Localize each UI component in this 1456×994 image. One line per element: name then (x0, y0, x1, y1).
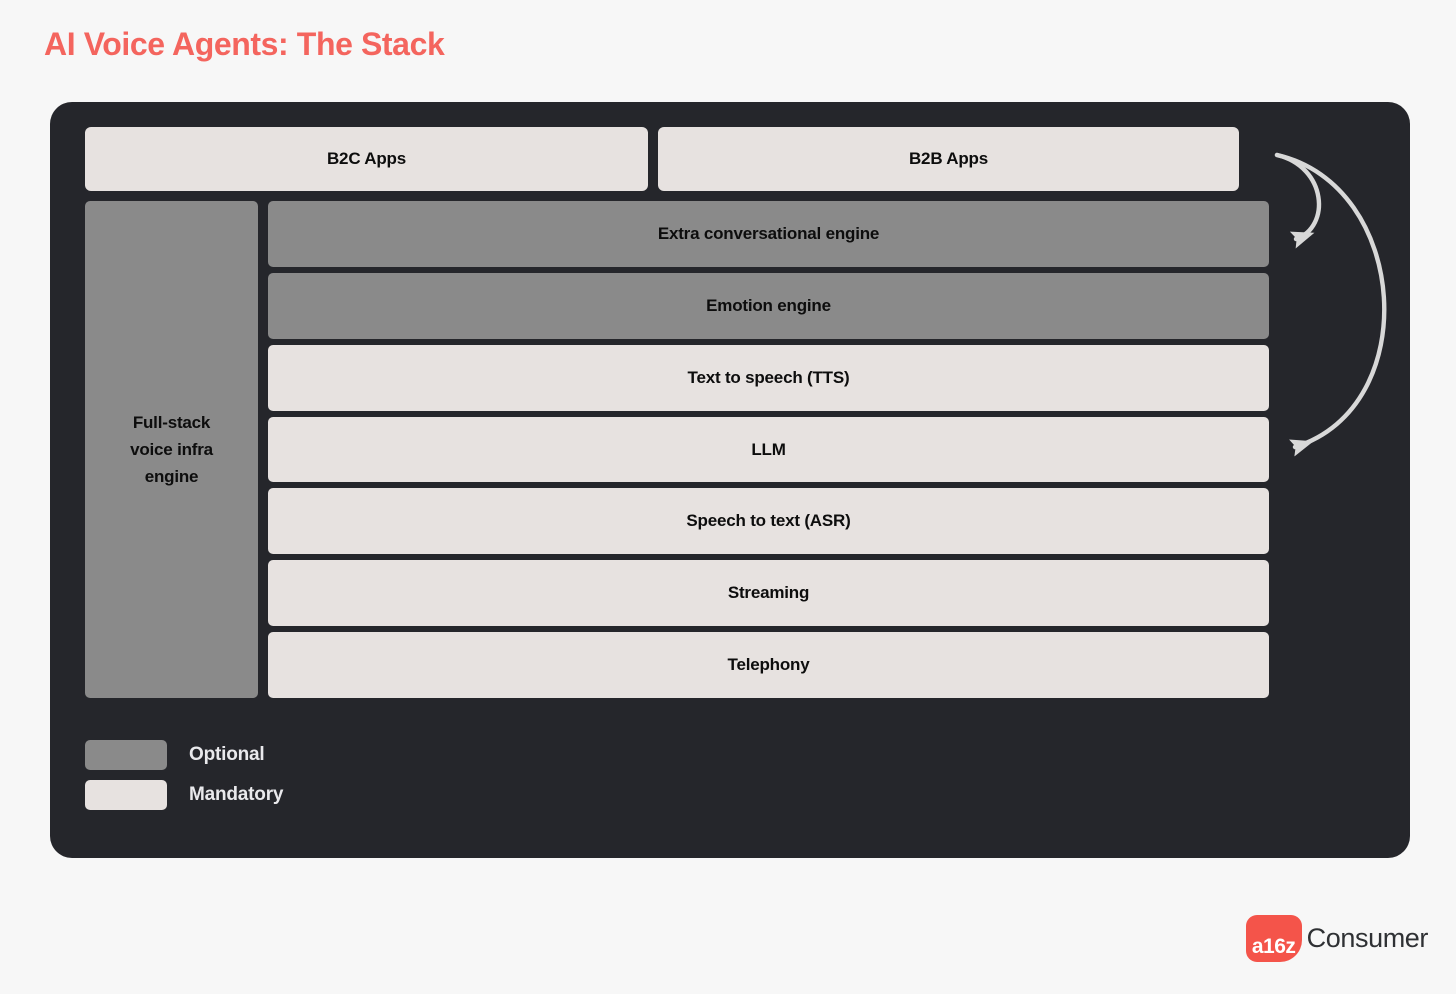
diagram-panel: B2C Apps B2B Apps Full-stack voice infra… (50, 102, 1410, 858)
arrow-group (1274, 152, 1387, 457)
legend-label-mandatory: Mandatory (189, 784, 284, 805)
legend-label-optional: Optional (189, 744, 265, 765)
a16z-consumer-logo: a16z Consumer (1245, 915, 1429, 962)
a16z-logo-icon: a16z (1245, 915, 1302, 962)
legend: Optional Mandatory (85, 740, 283, 810)
full-stack-voice-infra-engine-box[interactable]: Full-stack voice infra engine (85, 201, 258, 698)
stack-row-extra-conversational-engine[interactable]: Extra conversational engine (268, 201, 1269, 267)
infra-line-1: Full-stack (132, 412, 211, 432)
legend-item-optional: Optional (85, 740, 283, 770)
infra-line-2: voice infra (130, 439, 213, 459)
stack-row-emotion-engine[interactable]: Emotion engine (268, 272, 1269, 339)
stack-row-telephony[interactable]: Telephony (268, 632, 1269, 699)
app-box-b2c[interactable]: B2C Apps (85, 127, 648, 191)
stack-row-streaming[interactable]: Streaming (268, 560, 1269, 627)
apps-row: B2C Apps B2B Apps (85, 127, 1269, 191)
arrow-b2b-to-extra-conversational-engine (1274, 152, 1322, 249)
stack-row-text-to-speech[interactable]: Text to speech (TTS) (268, 344, 1269, 411)
stack-layers: Extra conversational engine Emotion engi… (268, 201, 1269, 699)
core-area: Full-stack voice infra engine Extra conv… (85, 201, 1269, 699)
infra-line-3: engine (144, 467, 199, 487)
legend-item-mandatory: Mandatory (85, 780, 283, 810)
app-box-b2b[interactable]: B2B Apps (658, 127, 1239, 191)
page-title: AI Voice Agents: The Stack (44, 26, 445, 62)
a16z-mark-text: a16z (1251, 935, 1296, 958)
legend-swatch-mandatory (85, 780, 167, 810)
stack-row-llm[interactable]: LLM (268, 416, 1269, 483)
legend-swatch-optional (85, 740, 167, 770)
brand-wordmark: Consumer (1306, 923, 1429, 953)
arrow-b2b-to-llm (1274, 152, 1387, 457)
stack-row-speech-to-text[interactable]: Speech to text (ASR) (268, 488, 1269, 555)
infra-col-label: Full-stack voice infra engine (130, 409, 213, 491)
